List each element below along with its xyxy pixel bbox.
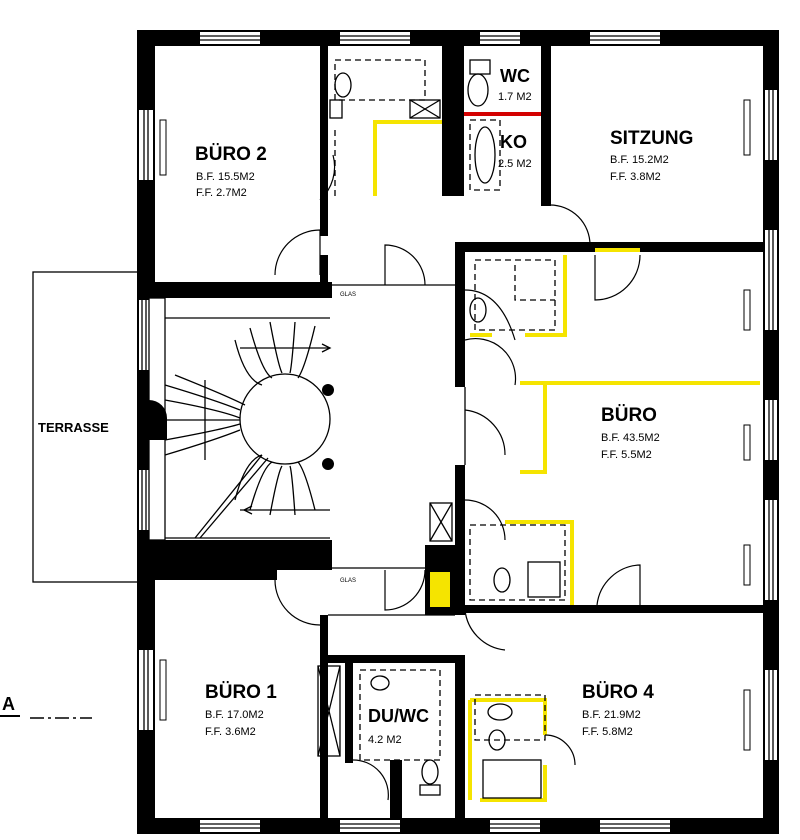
glas-label-top: GLAS (340, 292, 356, 298)
room-buero-ff: F.F. 5.5M2 (601, 449, 652, 461)
section-marker: A (0, 694, 92, 719)
room-wc-name: WC (500, 66, 530, 86)
room-buero1-ff: F.F. 3.6M2 (205, 726, 256, 738)
sanitary-fixtures (317, 59, 566, 799)
room-terrasse-name: TERRASSE (38, 420, 109, 435)
room-sitzung-name: SITZUNG (610, 128, 693, 149)
room-buero4-name: BÜRO 4 (582, 682, 654, 703)
windows (139, 32, 777, 832)
room-buero2-bf: B.F. 15.5M2 (196, 171, 255, 183)
interior-walls (137, 46, 765, 820)
room-sitzung-ff: F.F. 3.8M2 (610, 171, 661, 183)
room-ko-name: KO (500, 132, 527, 152)
glas-label-bottom: GLAS (340, 578, 356, 584)
room-buero2-ff: F.F. 2.7M2 (196, 187, 247, 199)
wc-red-line (464, 112, 541, 116)
room-buero1-bf: B.F. 17.0M2 (205, 709, 264, 721)
yellow-new-walls (373, 120, 760, 802)
room-ko-area: 2.5 M2 (498, 158, 532, 170)
room-sitzung-bf: B.F. 15.2M2 (610, 154, 669, 166)
room-buero1-name: BÜRO 1 (205, 682, 277, 703)
room-buero-name: BÜRO (601, 405, 657, 426)
radiator-markers (159, 99, 751, 751)
room-buero-bf: B.F. 43.5M2 (601, 432, 660, 444)
room-duwc-area: 4.2 M2 (368, 734, 402, 746)
corridor-glass-lines (328, 284, 466, 616)
room-buero4-bf: B.F. 21.9M2 (582, 709, 641, 721)
staircase (148, 297, 334, 541)
doors (274, 154, 641, 801)
room-wc-area: 1.7 M2 (498, 91, 532, 103)
room-buero4-ff: F.F. 5.8M2 (582, 726, 633, 738)
section-marker-label: A (2, 694, 15, 714)
room-buero2-name: BÜRO 2 (195, 144, 267, 165)
room-duwc-name: DU/WC (368, 706, 429, 726)
